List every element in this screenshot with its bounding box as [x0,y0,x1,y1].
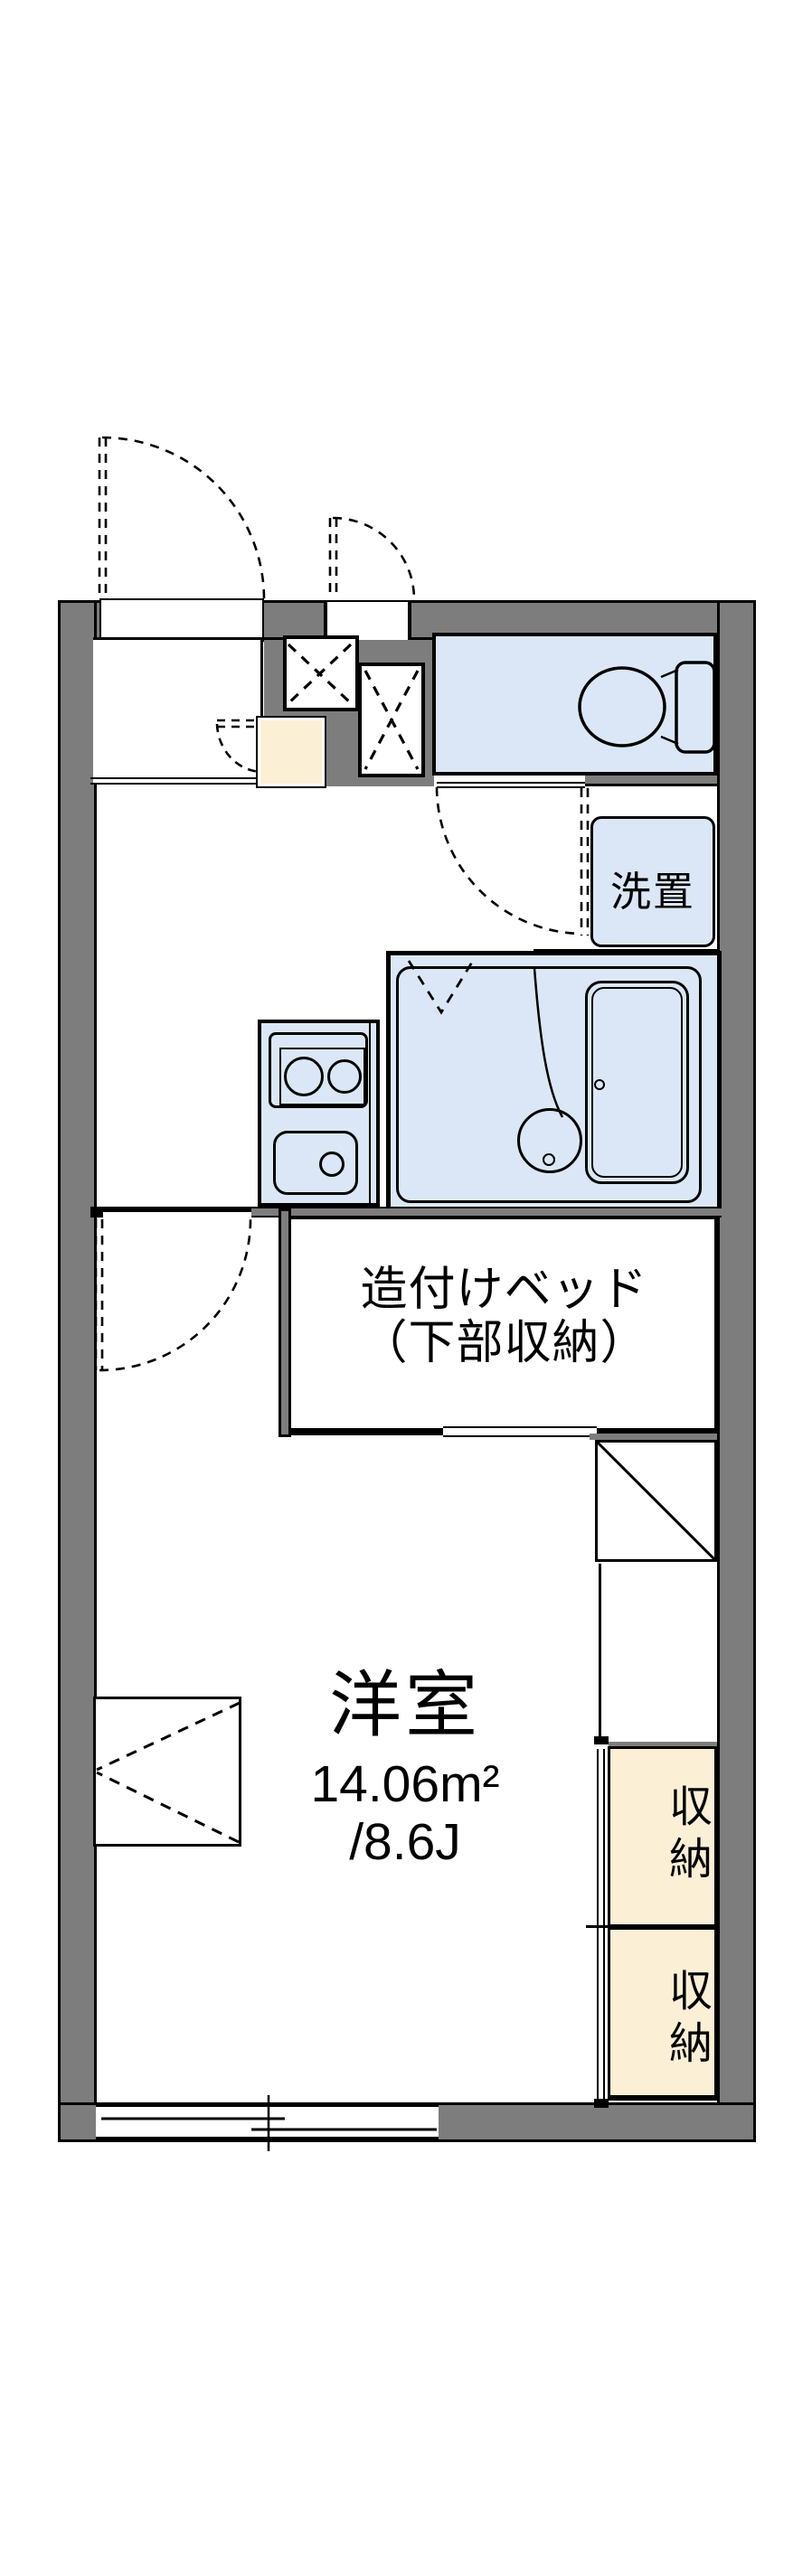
niche-door-swing-icon [328,516,416,600]
washroom-door-swing-icon [435,786,590,935]
entry-step-line-2 [90,783,274,785]
bathtub [585,981,689,1184]
fridge-top-sliver [590,1434,717,1440]
sink-drain-icon [319,1152,345,1177]
closet-top-sliver [609,1742,717,1749]
bed-top-wall [251,1207,722,1217]
kitchen-unit [258,1020,380,1207]
bath-folding-door-icon [407,960,475,1015]
built-in-bed [291,1217,717,1435]
entry-door-opening [99,598,264,642]
sliding-window-icon [101,2095,437,2151]
toilet-door-track [437,782,585,788]
stove-inner [279,1048,365,1105]
room-divider-line [90,1207,251,1212]
entry-step-line-1 [90,777,274,779]
bath-drain-icon [543,1153,555,1166]
entry-door-swing-icon [98,436,266,600]
bed-label-line1: 造付けベッド [360,1264,648,1316]
closet-storage-bottom [608,1927,717,2101]
bath-curve [533,967,564,1118]
room-name-label: 洋室 [329,1665,481,1745]
kitchen-sink [273,1131,358,1195]
closet-storage-top [608,1746,717,1927]
bed-left-wall [279,1208,291,1437]
porch-floor [256,716,326,788]
shower-pan [396,966,702,1203]
storage-top-label: 収納 [662,1783,710,1888]
stove-burner-left-icon [284,1057,324,1096]
bathtub-inner [591,987,683,1178]
bottom-window-opening [96,2104,439,2140]
bottom-wall-notch [594,2099,609,2108]
kitchen-inner-edge [369,1023,371,1203]
washstand-unit [590,816,715,947]
bed-bottom-opening [443,1426,597,1437]
nook-left-line [599,1564,601,1738]
storage-bottom-label: 収納 [662,1968,710,2073]
stove-outer [269,1032,368,1108]
porch-door-swing-icon [215,719,261,774]
bed-label: 造付けベッド （下部収納） [291,1264,717,1370]
toilet-bottom-wall [585,773,717,786]
room-tatami-label: /8.6J [349,1813,461,1871]
entry-closet-room [93,637,263,785]
room-bath [386,951,722,1213]
toilet-icon [578,661,716,754]
room-door-swing-icon [94,1217,252,1372]
room-divider-cap [90,1207,103,1217]
closet-divider-tick [586,1925,615,1928]
refrigerator-diagonal [596,1441,716,1561]
window-counter-dashes-icon [96,1701,241,1844]
window-counter-box [93,1697,241,1847]
room-area-label: 14.06m² [310,1755,500,1813]
shoe-cabinet-x-tall-icon [364,670,420,770]
room-toilet [432,633,717,776]
bed-label-line2: （下部収納） [360,1317,648,1369]
bathtub-knob-icon [594,1079,605,1090]
nook-step [594,1736,609,1744]
wall-left [58,600,97,2142]
stove-burner-right-icon [327,1059,362,1094]
washstand-label: 洗置 [609,869,695,915]
shoe-cabinet-x-upper-icon [287,643,353,705]
